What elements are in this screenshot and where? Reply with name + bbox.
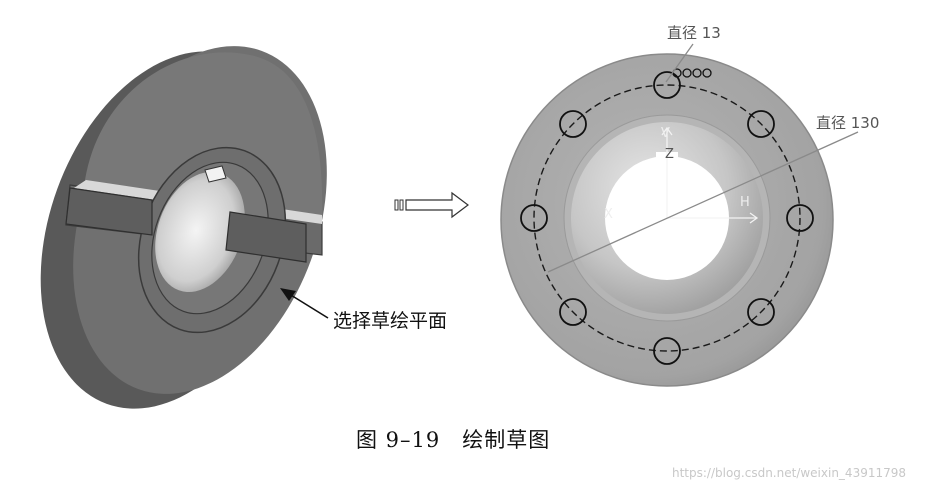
leader-arrowhead (280, 288, 296, 301)
watermark: https://blog.csdn.net/weixin_43911798 (672, 466, 907, 480)
bolt-hole (520, 204, 548, 232)
figure-caption: 图 9–19 绘制草图 (356, 428, 551, 452)
bolt-hole (559, 110, 587, 138)
bolt-hole (653, 71, 681, 99)
bolt-hole (653, 337, 681, 365)
bolt-circle (533, 84, 801, 352)
bolt-hole (559, 298, 587, 326)
sketch-plane-label: 选择草绘平面 (333, 310, 448, 332)
left-part-split-left (65, 187, 153, 236)
axis-v-label: V (661, 126, 670, 141)
axis-z-label: Z (665, 147, 674, 162)
dim-leader-small (665, 43, 694, 83)
left-part-3d (40, 46, 329, 409)
axis-h-label: H (740, 195, 750, 210)
right-flange (500, 43, 859, 387)
dimension-lines (547, 43, 859, 273)
bolt-hole (747, 298, 775, 326)
dimension-small-label: 直径 13 (667, 24, 721, 42)
left-part-split-right (225, 211, 307, 263)
dimension-large-label: 直径 130 (816, 114, 880, 132)
leader-line (285, 291, 329, 319)
transition-arrow (394, 191, 469, 219)
axis-x-label: X (604, 207, 613, 222)
left-part-bore (155, 171, 245, 293)
reference-axes (661, 126, 759, 224)
left-part-keyway (204, 165, 227, 183)
bolt-holes (520, 71, 814, 365)
dim-leader-large (547, 131, 859, 273)
bolt-hole (786, 204, 814, 232)
bolt-hole (747, 110, 775, 138)
